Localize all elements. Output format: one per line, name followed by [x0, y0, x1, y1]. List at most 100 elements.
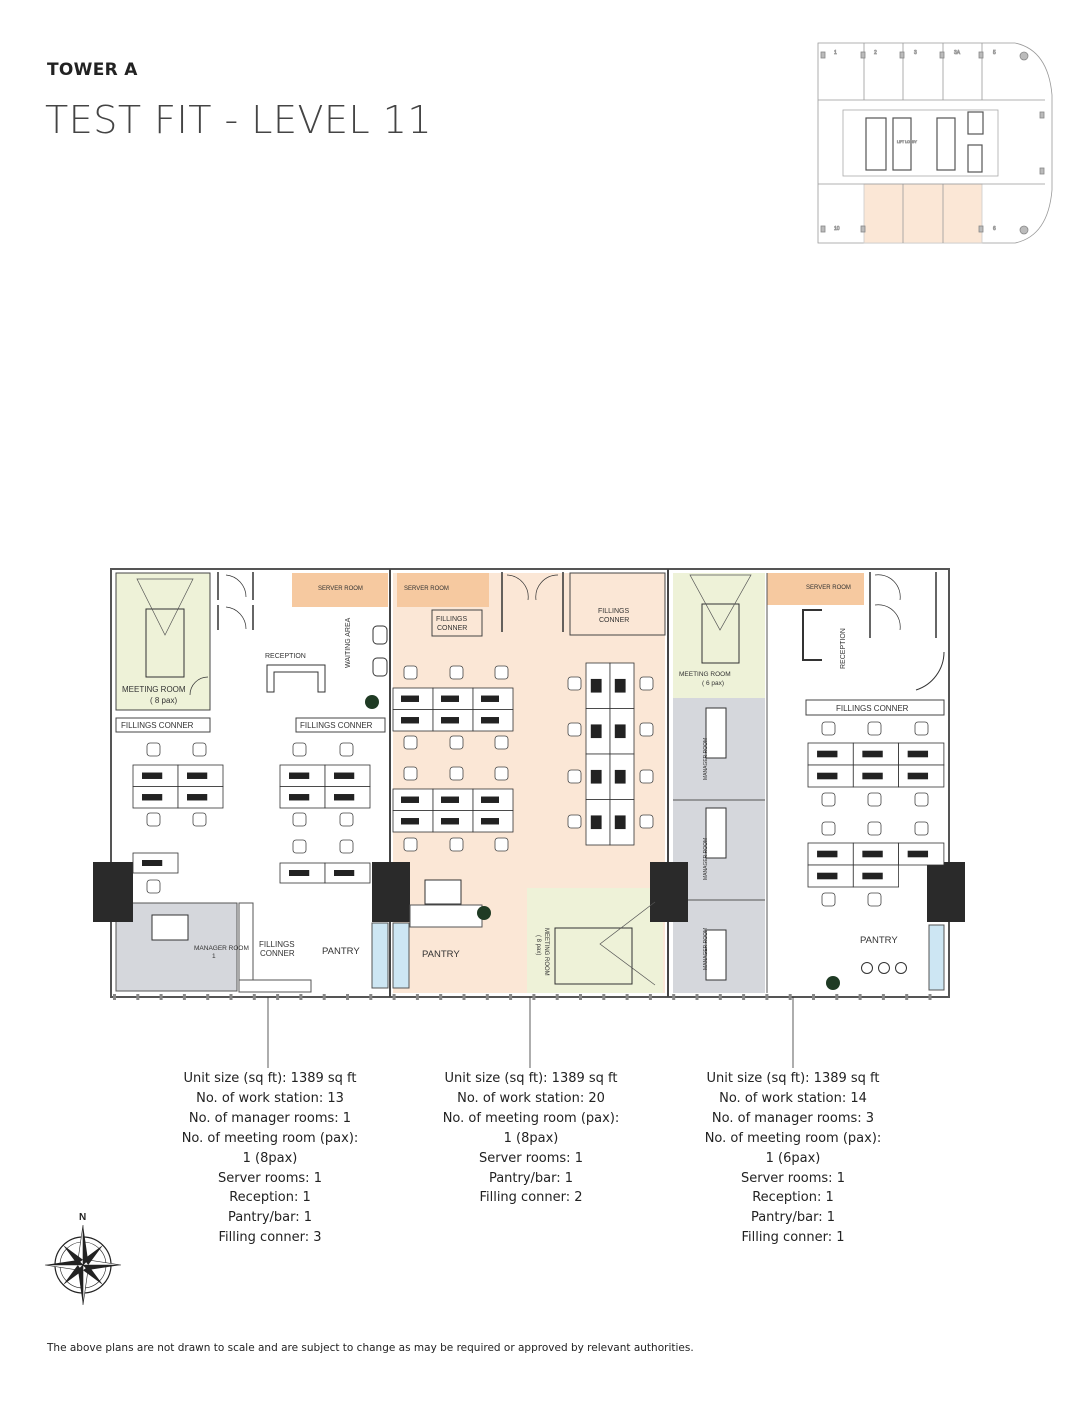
monitor — [441, 796, 459, 803]
window-mullion — [788, 994, 792, 1000]
unit2-meeting-pax-label: ( 8 pax) — [535, 935, 541, 955]
unit1-waiting-area-label: WAITING AREA — [345, 617, 352, 668]
chair — [867, 721, 882, 736]
unit2-info-line: No. of meeting room (pax): — [442, 1110, 620, 1126]
keyplan-unit-label: 5 — [993, 50, 996, 56]
window-mullion — [881, 994, 885, 1000]
bar-stool — [861, 962, 873, 974]
unit1-meeting-room-label: MEETING ROOM — [122, 685, 186, 694]
unit3-info-line: 1 (6pax) — [765, 1150, 821, 1166]
sink — [392, 922, 410, 989]
chair — [192, 812, 207, 827]
monitor — [614, 769, 626, 784]
unit2-fillings-label: CONNER — [437, 625, 467, 632]
chair — [449, 837, 464, 852]
window-mullion — [672, 994, 676, 1000]
monitor — [862, 872, 883, 880]
structural-column — [650, 862, 688, 922]
chair — [867, 792, 882, 807]
window-mullion — [718, 994, 722, 1000]
keyplan-unit-label: 3A — [954, 50, 961, 56]
manager-desk — [151, 914, 189, 941]
unit2-info: Unit size (sq ft): 1389 sq ft No. of wor… — [401, 1069, 661, 1208]
unit1-pantry-label: PANTRY — [322, 946, 360, 957]
unit1-info-line: Server rooms: 1 — [218, 1170, 322, 1186]
chair — [146, 879, 161, 894]
window-mullion — [322, 994, 326, 1000]
unit1-reception-label: RECEPTION — [265, 653, 306, 660]
chair — [494, 766, 509, 781]
window-mullion — [182, 994, 186, 1000]
floor-plan: MEETING ROOM ( 8 pax) SERVER ROOM RECEPT… — [93, 568, 965, 1068]
unit3-info-line: Reception: 1 — [752, 1190, 834, 1206]
monitor — [334, 772, 355, 779]
window-mullion — [299, 994, 303, 1000]
window-mullion — [439, 994, 443, 1000]
chair — [639, 676, 654, 691]
unit1-manager-room-number: 1 — [212, 953, 216, 960]
compass-north-label: N — [79, 1212, 86, 1223]
structural-column — [372, 862, 410, 922]
monitor — [187, 794, 208, 801]
window-mullion — [928, 994, 932, 1000]
monitor — [401, 695, 419, 702]
keyplan-unit-label: 2 — [874, 50, 877, 56]
window-mullion — [835, 994, 839, 1000]
sink — [371, 922, 389, 989]
window-mullion — [392, 994, 396, 1000]
monitor — [817, 850, 838, 858]
plant-icon — [477, 906, 491, 920]
chair — [821, 892, 836, 907]
chair — [914, 721, 929, 736]
unit1-info-line: Unit size (sq ft): 1389 sq ft — [183, 1071, 357, 1086]
unit1-info-line: Pantry/bar: 1 — [227, 1210, 313, 1226]
unit2-server-room-label: SERVER ROOM — [404, 586, 449, 592]
page-title: TEST FIT - LEVEL 11 — [45, 98, 433, 142]
monitor — [441, 717, 459, 724]
unit1-fillings-label: FILLINGS CONNER — [300, 721, 373, 730]
window-mullion — [369, 994, 373, 1000]
unit1-info-line: No. of meeting room (pax): — [181, 1130, 359, 1146]
unit3-server-room-label: SERVER ROOM — [806, 585, 851, 591]
unit1-info: Unit size (sq ft): 1389 sq ft No. of wor… — [140, 1069, 400, 1248]
monitor — [614, 724, 626, 739]
unit3-manager-room-label: MANAGER ROOM — [703, 928, 709, 970]
monitor — [334, 794, 355, 801]
monitor — [862, 850, 883, 858]
unit3-info-line: No. of manager rooms: 3 — [711, 1110, 875, 1126]
window-mullion — [625, 994, 629, 1000]
chair — [449, 766, 464, 781]
monitor — [817, 750, 838, 758]
monitor — [614, 678, 626, 693]
monitor — [401, 818, 419, 825]
window-mullion — [742, 994, 746, 1000]
monitor — [142, 860, 163, 866]
unit1-server-room — [292, 573, 388, 607]
bar-stool — [895, 962, 907, 974]
manager-desk — [705, 929, 727, 981]
unit3-info-line: No. of work station: 14 — [719, 1090, 867, 1106]
chair — [403, 735, 418, 750]
unit2-info-line: Pantry/bar: 1 — [488, 1170, 574, 1186]
monitor — [481, 796, 499, 803]
chair — [449, 735, 464, 750]
plant-icon — [826, 976, 840, 990]
chair — [494, 735, 509, 750]
chair — [567, 769, 582, 784]
window-mullion — [462, 994, 466, 1000]
monitor — [614, 815, 626, 830]
unit3-info-line: Pantry/bar: 1 — [750, 1210, 836, 1226]
window-mullion — [159, 994, 163, 1000]
window-mullion — [858, 994, 862, 1000]
unit3-info-line: Filling conner: 1 — [741, 1230, 845, 1246]
window-mullion — [229, 994, 233, 1000]
monitor — [481, 818, 499, 825]
unit2-info-line: Unit size (sq ft): 1389 sq ft — [444, 1071, 618, 1086]
window-mullion — [532, 994, 536, 1000]
unit3-info-line: No. of meeting room (pax): — [704, 1130, 882, 1146]
monitor — [907, 772, 929, 780]
unit3-info-line: Server rooms: 1 — [741, 1170, 845, 1186]
window-mullion — [765, 994, 769, 1000]
chair — [867, 821, 882, 836]
chair — [567, 676, 582, 691]
